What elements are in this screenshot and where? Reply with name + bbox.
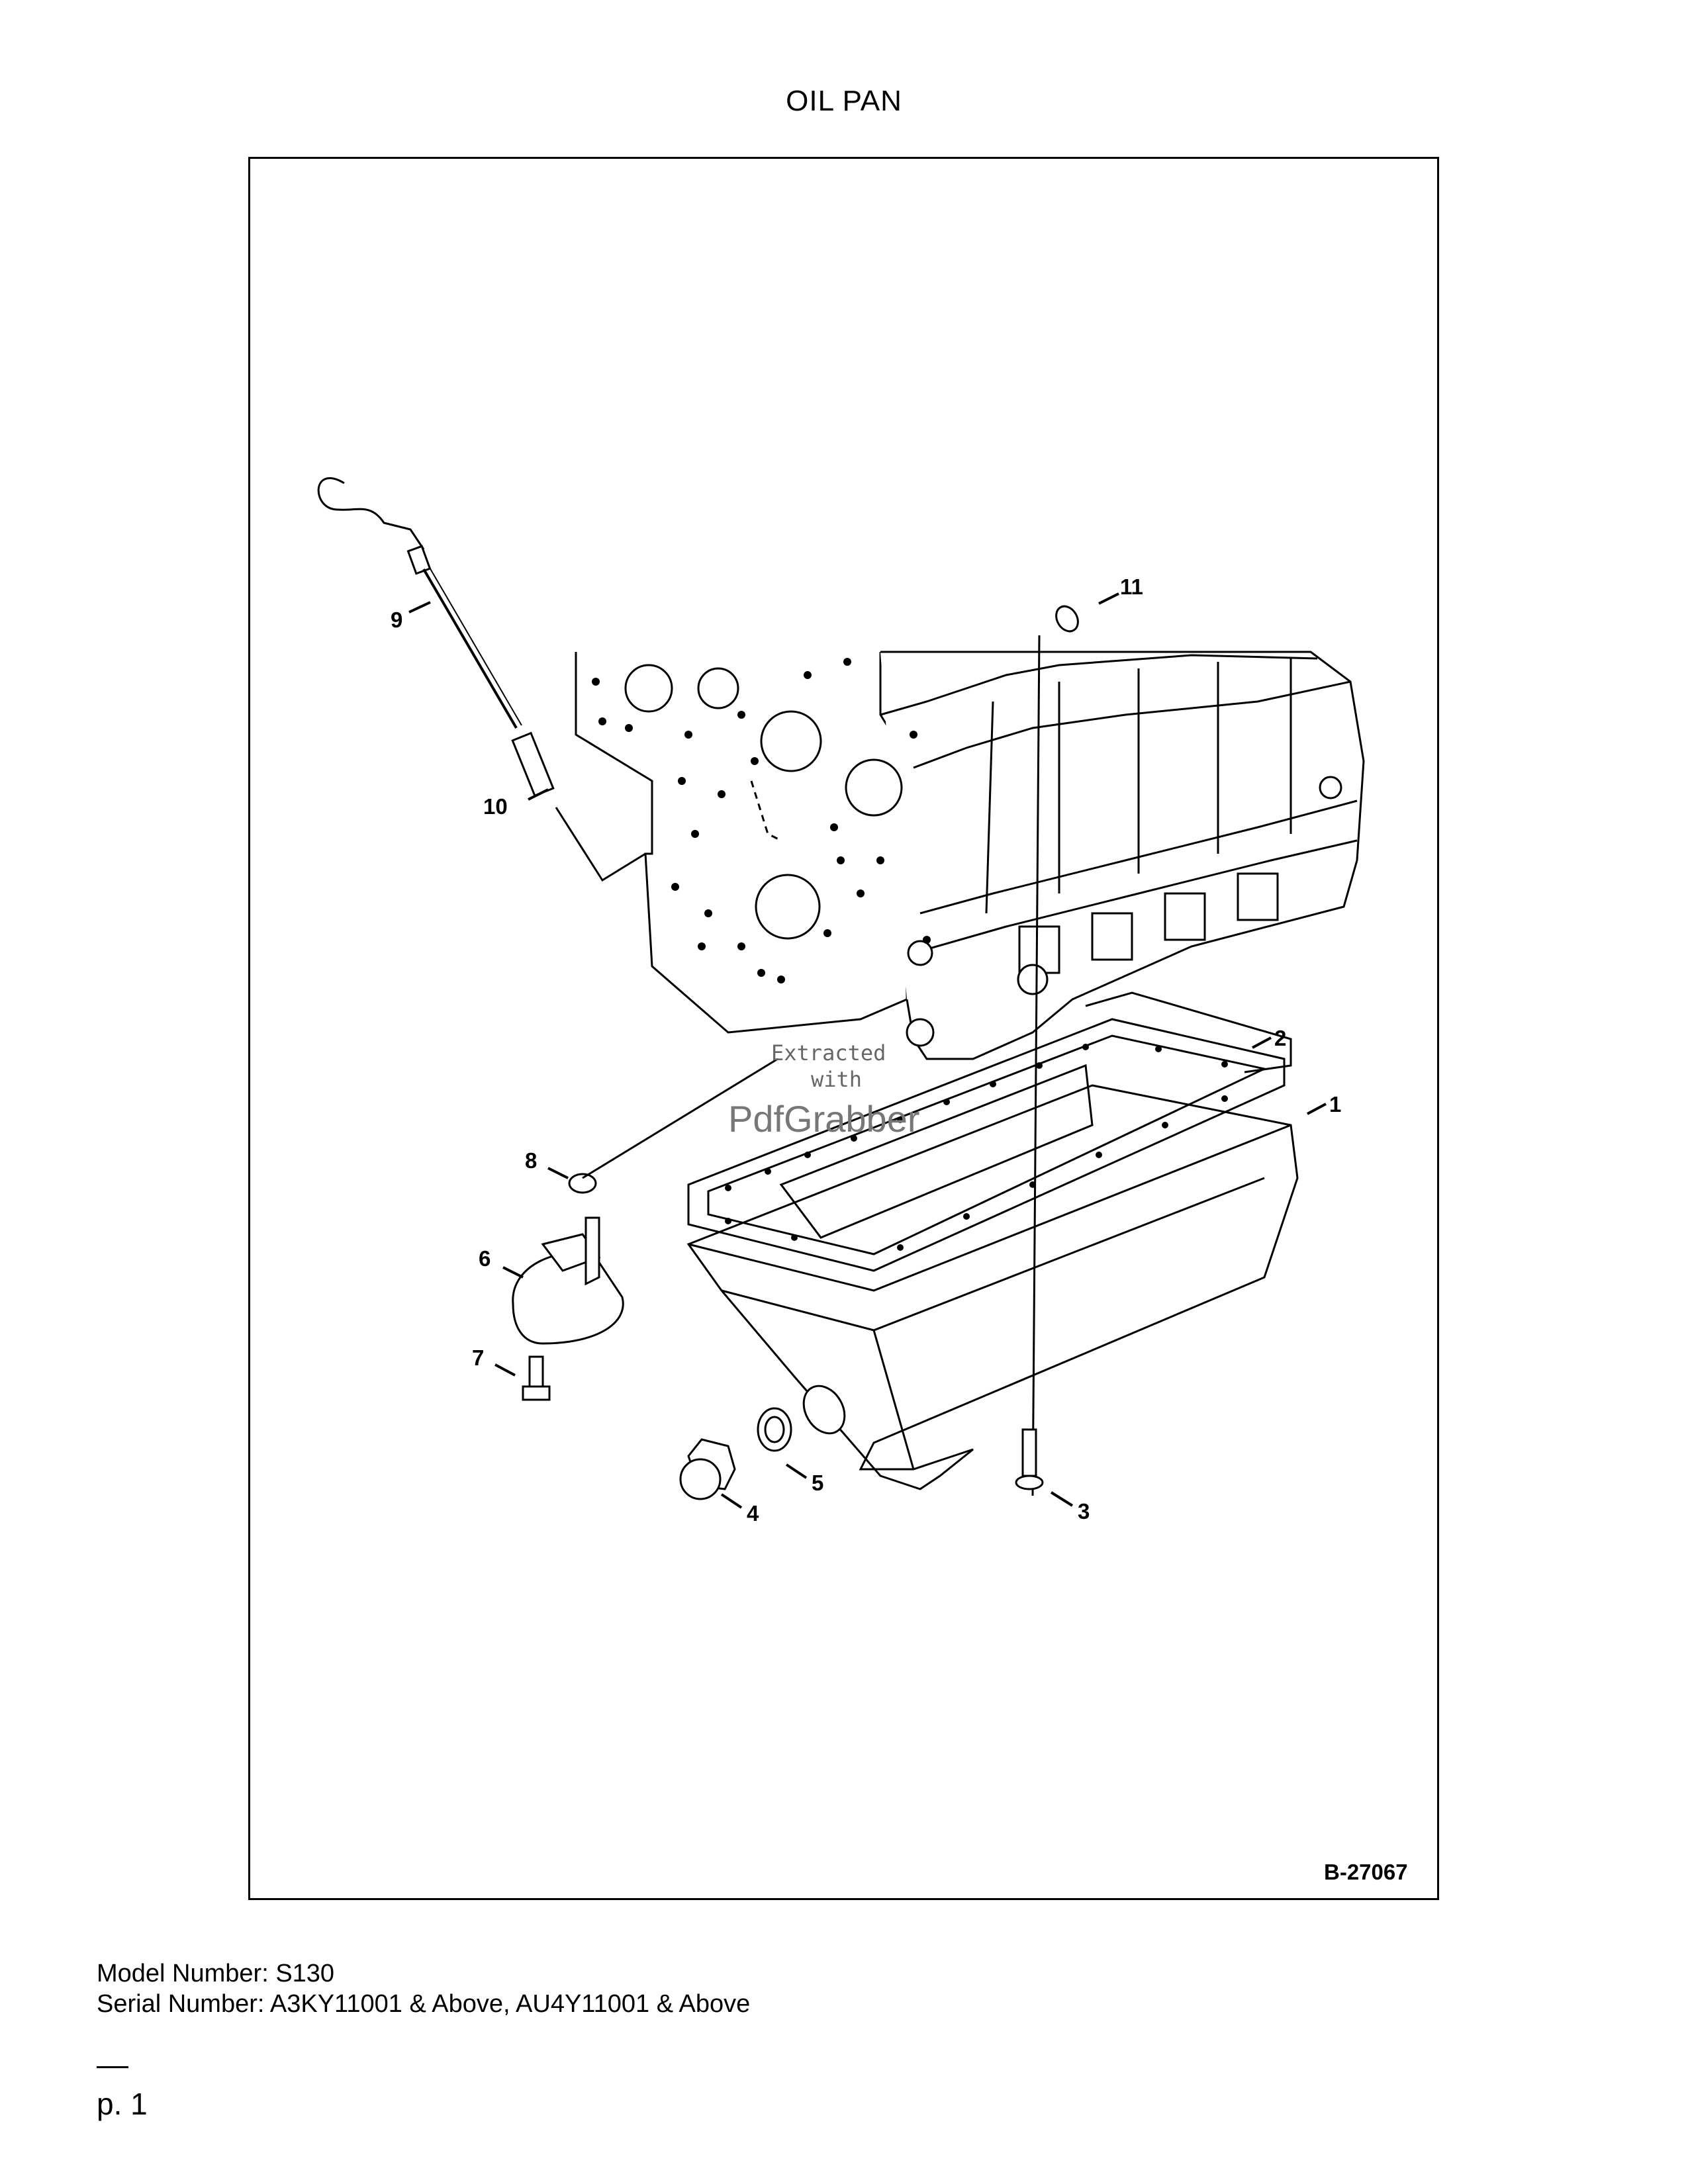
callout-8: 8 xyxy=(525,1148,537,1173)
oil-pan-gasket xyxy=(687,991,1292,1272)
page-title: OIL PAN xyxy=(786,85,902,117)
callout-6: 6 xyxy=(479,1246,491,1271)
model-number: Model Number: S130 xyxy=(97,1960,335,1987)
drain-plug xyxy=(679,1407,792,1500)
callout-10: 10 xyxy=(483,794,508,819)
watermark-line-2: with xyxy=(811,1067,862,1092)
engine-block xyxy=(575,651,1365,1060)
engine-block-holes xyxy=(592,658,931,983)
oil-pan xyxy=(686,1064,1299,1490)
watermark-line-3: PdfGrabber xyxy=(728,1098,920,1140)
callout-2: 2 xyxy=(1274,1026,1286,1050)
gasket-holes xyxy=(725,1044,1228,1251)
pan-bolt-11-line xyxy=(1015,605,1079,1496)
callout-4: 4 xyxy=(747,1501,759,1525)
callout-1: 1 xyxy=(1329,1092,1341,1116)
callout-3: 3 xyxy=(1078,1499,1090,1524)
page-number: p. 1 xyxy=(97,2087,148,2121)
page-number-rule xyxy=(97,2066,128,2068)
figure-reference: B-27067 xyxy=(1324,1860,1408,1884)
callout-7: 7 xyxy=(472,1345,484,1370)
diagram-frame xyxy=(248,157,1439,1900)
callout-5: 5 xyxy=(812,1471,823,1495)
watermark-line-1: Extracted xyxy=(771,1040,886,1066)
serial-number: Serial Number: A3KY11001 & Above, AU4Y11… xyxy=(97,1990,751,2018)
callout-11: 11 xyxy=(1120,574,1143,599)
oil-strainer xyxy=(512,1058,778,1401)
callout-9: 9 xyxy=(391,608,402,632)
leader-lines xyxy=(408,592,1327,1509)
